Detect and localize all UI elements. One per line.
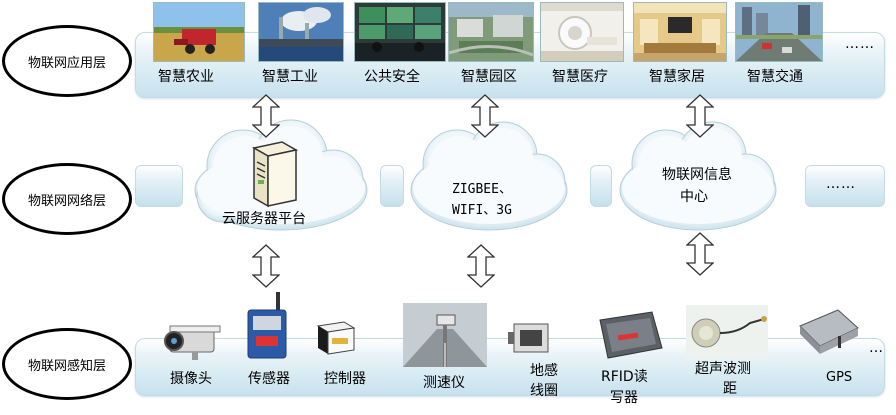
double-arrow-icon xyxy=(686,94,714,138)
comm-label-line1: ZIGBEE、 xyxy=(452,182,512,197)
network-band-right xyxy=(805,165,885,207)
comm-label-line2: WIFI、3G xyxy=(452,203,512,218)
perc-label-rfid-line2: 写器 xyxy=(610,390,638,406)
monitoring-room-photo xyxy=(354,2,446,62)
app-label-industry: 智慧工业 xyxy=(262,69,318,85)
app-label-home: 智慧家居 xyxy=(649,69,705,85)
perception-more-dots: … xyxy=(869,340,884,356)
perc-label-ultrasonic-line1: 超声波测 xyxy=(695,361,751,377)
perc-label-rfid-line1: RFID读 xyxy=(601,369,648,385)
park-photo xyxy=(448,2,534,62)
layer-network-label: 物联网网络层 xyxy=(2,163,132,235)
layer-network-text: 物联网网络层 xyxy=(27,193,106,209)
perc-label-gps: GPS xyxy=(826,370,853,385)
network-more-dots: …… xyxy=(826,176,856,192)
double-arrow-icon xyxy=(471,94,499,138)
double-arrow-icon xyxy=(467,244,495,288)
app-more-dots: …… xyxy=(845,36,875,52)
perc-label-speed: 测速仪 xyxy=(423,375,465,391)
monitoring-room-photo-svg xyxy=(355,3,445,61)
server-icon xyxy=(251,141,298,208)
factory-photo xyxy=(258,2,344,62)
gps-icon xyxy=(799,309,859,354)
perc-label-sensor: 传感器 xyxy=(248,371,290,387)
loop-detector-icon xyxy=(508,323,549,353)
home-photo-svg xyxy=(634,3,726,61)
layer-application-label: 物联网应用层 xyxy=(2,25,132,97)
cloud-platform-label: 云服务器平台 xyxy=(222,211,306,227)
app-label-public-safety: 公共安全 xyxy=(364,69,420,85)
controller-icon xyxy=(316,321,356,355)
rfid-reader-icon xyxy=(599,311,663,359)
info-center-label-line1: 物联网信息 xyxy=(662,167,732,183)
layer-perception-label: 物联网感知层 xyxy=(2,328,132,400)
network-band-left xyxy=(135,165,183,207)
ultrasonic-icon xyxy=(686,305,768,359)
network-band-mid1 xyxy=(380,165,404,207)
app-label-park: 智慧园区 xyxy=(461,69,517,85)
app-label-traffic: 智慧交通 xyxy=(747,69,803,85)
medical-photo-svg xyxy=(541,3,623,61)
double-arrow-icon xyxy=(686,232,714,276)
home-photo xyxy=(633,2,727,62)
traffic-photo xyxy=(735,2,823,62)
layer-application-text: 物联网应用层 xyxy=(27,55,106,71)
perc-label-loop-line1: 地感 xyxy=(530,363,558,379)
speed-radar-icon xyxy=(403,303,487,367)
perc-label-controller: 控制器 xyxy=(324,371,366,387)
farm-photo-svg xyxy=(154,3,244,61)
info-center-label-line2: 中心 xyxy=(680,189,708,205)
camera-icon xyxy=(164,325,221,360)
farm-photo xyxy=(153,2,245,62)
app-label-medical: 智慧医疗 xyxy=(552,69,608,85)
medical-photo xyxy=(540,2,624,62)
traffic-photo-svg xyxy=(736,3,822,61)
network-band-mid2 xyxy=(590,165,612,207)
double-arrow-icon xyxy=(252,244,280,288)
cloud-info-center-icon xyxy=(619,121,777,231)
park-photo-svg xyxy=(449,3,533,61)
app-label-agriculture: 智慧农业 xyxy=(158,69,214,85)
perc-label-loop-line2: 线圈 xyxy=(530,383,558,399)
cloud-comm-icon xyxy=(410,121,568,231)
double-arrow-icon xyxy=(252,94,280,138)
perc-label-camera: 摄像头 xyxy=(170,371,212,387)
factory-photo-svg xyxy=(259,3,343,61)
sensor-icon xyxy=(247,292,287,359)
perc-label-ultrasonic-line2: 距 xyxy=(723,381,737,397)
layer-perception-text: 物联网感知层 xyxy=(27,358,106,374)
